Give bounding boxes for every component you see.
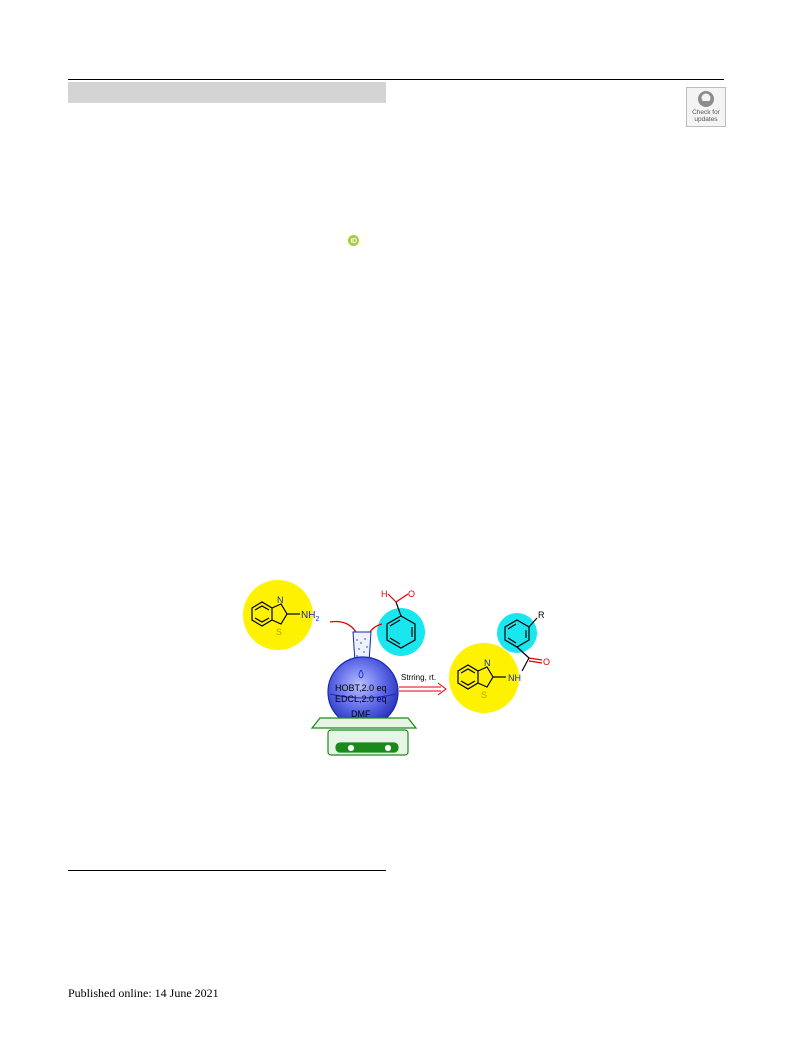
aldehyde-benzene xyxy=(386,593,416,649)
aldehyde-o: O xyxy=(408,589,415,599)
product-benzothiazole xyxy=(457,664,506,690)
stir-knobs xyxy=(347,744,392,752)
crossmark-badge[interactable]: Check for updates xyxy=(686,87,726,127)
amine-highlight xyxy=(243,580,313,650)
crossmark-label: Check for updates xyxy=(686,109,726,123)
reaction-arrow xyxy=(399,682,447,696)
product-nh: NH xyxy=(508,673,521,683)
crossmark-icon xyxy=(698,91,714,107)
product-ring-s: S xyxy=(481,690,487,700)
published-date: Published online: 14 June 2021 xyxy=(68,986,219,1000)
aldehyde-h: H xyxy=(381,589,388,599)
condition-label: Strring, rt. xyxy=(401,673,436,682)
product-r: R xyxy=(538,610,545,620)
reagent-hobt: HOBT,2.0 eq xyxy=(335,683,387,693)
amine-nh2-label: NH2 xyxy=(301,610,319,623)
amine-ring-n: N xyxy=(277,595,284,605)
solvent-label: DMF xyxy=(351,709,371,719)
product-aryl-highlight xyxy=(497,613,537,653)
product-thiazole-highlight xyxy=(449,643,519,713)
flask-liquid-line xyxy=(329,693,397,699)
crossmark-line2: updates xyxy=(694,116,718,123)
graphical-abstract: N S NH2 H O xyxy=(238,580,568,770)
orcid-icon[interactable] xyxy=(348,235,359,246)
aldehyde-highlight xyxy=(377,608,425,656)
product-aryl xyxy=(504,617,543,672)
top-rule xyxy=(68,79,724,80)
amine-ring-s: S xyxy=(276,627,282,637)
product-ring-n: N xyxy=(484,658,491,668)
reagent-edcl: EDCL,2.0 eq xyxy=(335,694,387,704)
product-o: O xyxy=(543,657,550,667)
header-band xyxy=(68,82,386,103)
crossmark-line1: Check for xyxy=(692,109,720,116)
stir-plate xyxy=(310,717,418,756)
footnote-rule xyxy=(68,870,386,871)
flask-drop xyxy=(358,669,364,679)
amine-benzothiazole xyxy=(251,601,300,627)
